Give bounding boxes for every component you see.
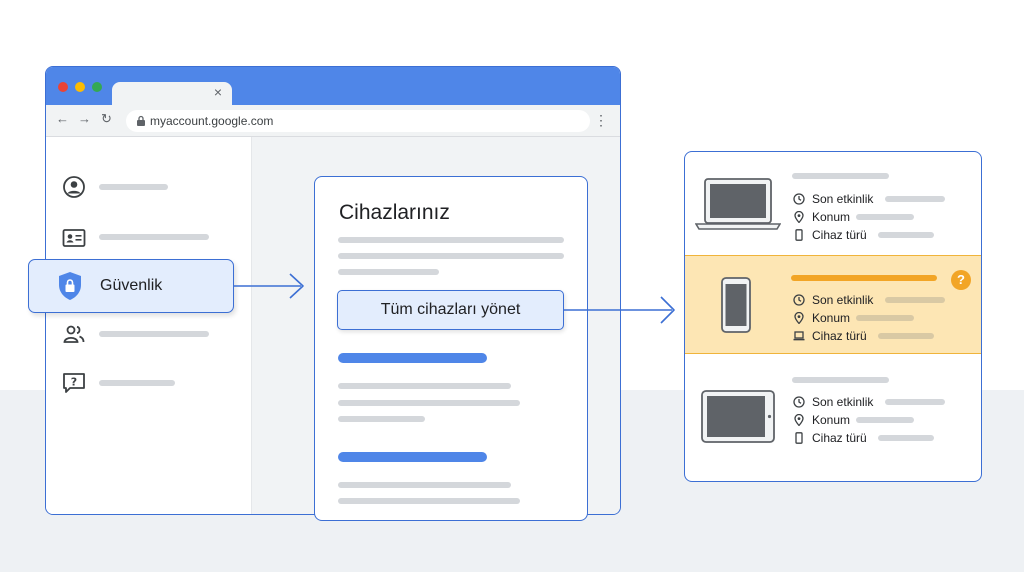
people-icon[interactable] — [62, 322, 86, 346]
detail-label: Cihaz türü — [812, 329, 867, 343]
detail-label: Cihaz türü — [812, 228, 867, 242]
laptop-icon — [695, 178, 781, 230]
detail-value-placeholder — [878, 435, 934, 441]
title-bar: × — [46, 67, 620, 106]
device-name-placeholder — [792, 173, 889, 179]
clock-icon — [793, 294, 805, 306]
back-arrow-icon[interactable]: ← — [56, 111, 69, 126]
minimize-window-dot[interactable] — [75, 82, 85, 92]
text-placeholder-line — [338, 269, 439, 275]
warning-question-badge[interactable]: ? — [951, 270, 971, 290]
text-placeholder-line — [338, 482, 511, 488]
location-icon — [794, 312, 804, 324]
tab-close-icon[interactable]: × — [213, 84, 222, 100]
detail-value-placeholder — [878, 333, 934, 339]
clock-icon — [793, 396, 805, 408]
detail-value-placeholder — [885, 196, 945, 202]
device-row-laptop[interactable]: Son etkinlik Konum Cihaz türü — [685, 152, 981, 255]
text-placeholder-line — [338, 416, 425, 422]
tablet-icon — [701, 390, 775, 443]
phone-icon — [795, 229, 803, 241]
device-name-placeholder — [791, 275, 937, 281]
arrowhead — [660, 296, 675, 324]
clock-icon — [793, 193, 805, 205]
text-placeholder-line — [338, 498, 520, 504]
detail-value-placeholder — [856, 315, 914, 321]
text-placeholder-line — [338, 383, 511, 389]
device-list-panel: Son etkinlik Konum Cihaz türü ? Son etki… — [684, 151, 982, 482]
id-card-icon[interactable] — [62, 226, 86, 250]
detail-label: Konum — [812, 210, 851, 224]
lock-icon — [137, 115, 145, 126]
phone-icon — [795, 432, 803, 444]
detail-label: Son etkinlik — [812, 293, 874, 307]
detail-label: Konum — [812, 311, 851, 325]
laptop-icon — [793, 331, 805, 341]
maximize-window-dot[interactable] — [92, 82, 102, 92]
devices-card: Cihazlarınız — [314, 176, 588, 521]
manage-all-devices-button[interactable]: Tüm cihazları yönet — [337, 290, 564, 330]
text-placeholder-line — [338, 237, 564, 243]
device-row-tablet[interactable]: Son etkinlik Konum Cihaz türü — [685, 354, 981, 481]
sidebar-item-label: Güvenlik — [100, 277, 163, 294]
sidebar-item-placeholder[interactable] — [99, 380, 175, 386]
link-placeholder-bar[interactable] — [338, 353, 487, 363]
close-window-dot[interactable] — [58, 82, 68, 92]
detail-value-placeholder — [856, 214, 914, 220]
sidebar-item-security[interactable]: Güvenlik — [28, 259, 234, 313]
text-placeholder-line — [338, 400, 520, 406]
detail-label: Son etkinlik — [812, 192, 874, 206]
phone-icon — [721, 277, 751, 333]
devices-card-title: Cihazlarınız — [339, 201, 450, 224]
account-circle-icon[interactable] — [62, 175, 86, 199]
reload-icon[interactable]: ↻ — [101, 111, 112, 126]
forward-arrow-icon[interactable]: → — [78, 111, 91, 126]
browser-toolbar: ← → ↻ myaccount.google.com ⋮ — [46, 105, 620, 137]
detail-value-placeholder — [856, 417, 914, 423]
detail-label: Cihaz türü — [812, 431, 867, 445]
sidebar-item-placeholder[interactable] — [99, 331, 209, 337]
link-placeholder-bar[interactable] — [338, 452, 487, 462]
detail-label: Son etkinlik — [812, 395, 874, 409]
detail-label: Konum — [812, 413, 851, 427]
manage-all-devices-label: Tüm cihazları yönet — [380, 301, 521, 318]
sidebar — [46, 137, 252, 514]
help-icon[interactable]: ? — [62, 371, 86, 395]
sidebar-item-placeholder[interactable] — [99, 184, 168, 190]
sidebar-item-placeholder[interactable] — [99, 234, 209, 240]
detail-value-placeholder — [885, 399, 945, 405]
detail-value-placeholder — [878, 232, 934, 238]
device-name-placeholder — [792, 377, 889, 383]
shield-lock-icon — [59, 272, 81, 300]
location-icon — [794, 414, 804, 426]
device-row-phone-flagged[interactable]: ? Son etkinlik Konum Cihaz türü — [685, 255, 981, 354]
address-bar[interactable]: myaccount.google.com — [126, 110, 590, 132]
text-placeholder-line — [338, 253, 564, 259]
browser-menu-icon[interactable]: ⋮ — [594, 112, 608, 128]
location-icon — [794, 211, 804, 223]
svg-text:?: ? — [71, 376, 77, 389]
detail-value-placeholder — [885, 297, 945, 303]
url-text: myaccount.google.com — [150, 114, 274, 128]
browser-tab[interactable]: × — [112, 82, 232, 106]
